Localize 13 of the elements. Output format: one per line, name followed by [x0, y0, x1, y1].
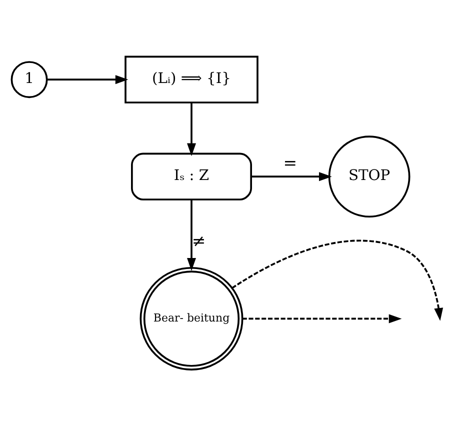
arrow: [232, 239, 444, 320]
arrow: [47, 74, 128, 84]
node-box: (Lᵢ) ⟹ {I}: [124, 55, 258, 103]
node-circle: Bear- beitung: [140, 266, 244, 370]
arrow: [242, 314, 402, 323]
arrow: [187, 102, 196, 156]
edge-label: ≠: [192, 230, 206, 250]
node-circle: STOP: [328, 135, 410, 218]
node-circle: 1: [10, 60, 48, 98]
edge-label: =: [283, 153, 298, 172]
arrow: [187, 199, 196, 270]
arrow: [251, 172, 332, 181]
node-box: Iₛ : Z: [131, 152, 252, 200]
